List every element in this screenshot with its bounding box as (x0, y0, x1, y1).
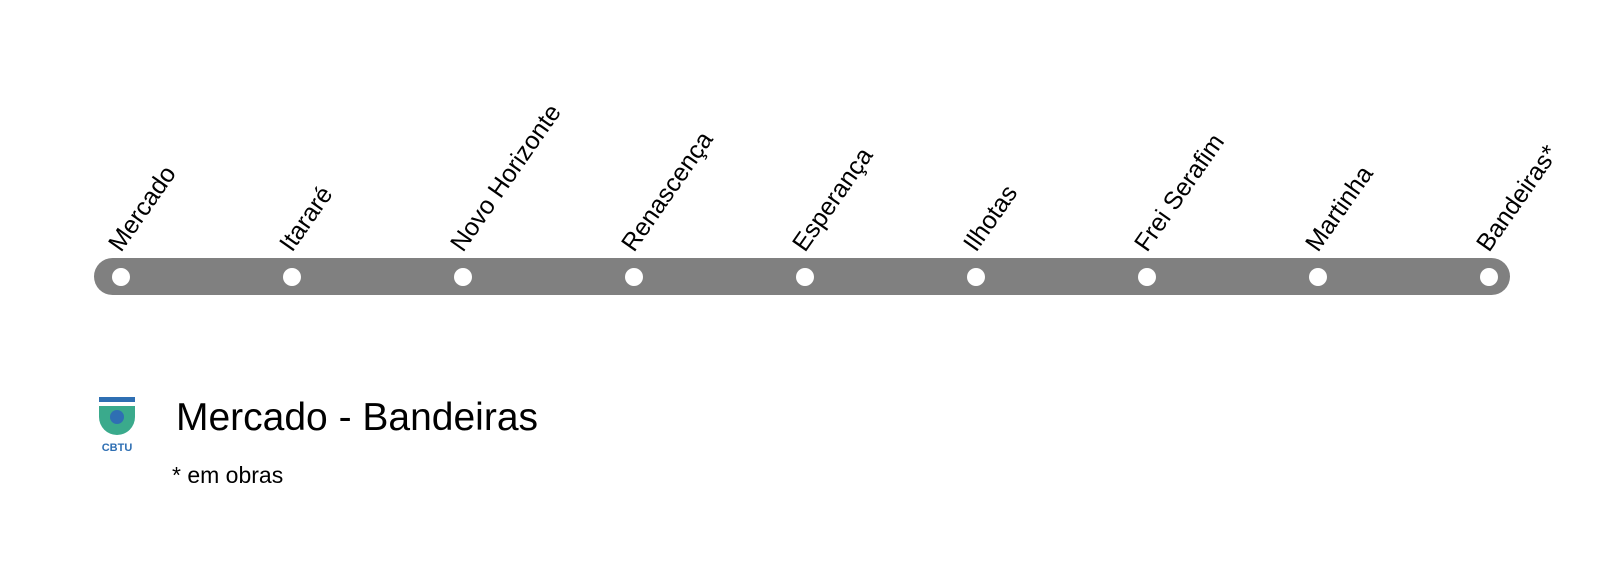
station-label: Bandeiras* (1471, 140, 1564, 256)
station-label: Itararé (274, 181, 338, 256)
stations-layer: Mercado Itararé Novo Horizonte Renascença Es… (103, 99, 1564, 286)
station-label: Ilhotas (958, 180, 1023, 256)
logo-top-bar (99, 397, 135, 402)
logo-dot (110, 410, 124, 424)
station-stop (1138, 268, 1156, 286)
station-stop (283, 268, 301, 286)
logo-text: CBTU (102, 442, 133, 453)
station-label: Esperança (787, 142, 879, 256)
station-stop (1480, 268, 1498, 286)
station-stop (1309, 268, 1327, 286)
station-stop (967, 268, 985, 286)
station-label: Novo Horizonte (445, 99, 567, 256)
footnote: * em obras (172, 462, 284, 488)
station: Novo Horizonte (445, 99, 567, 286)
station-stop (454, 268, 472, 286)
line-title: Mercado - Bandeiras (176, 396, 539, 439)
station-stop (796, 268, 814, 286)
station-label: Martinha (1300, 161, 1379, 257)
station-label: Renascença (616, 126, 719, 256)
cbtu-logo: CBTU (99, 397, 135, 453)
station-label: Mercado (103, 161, 182, 257)
station-stop (112, 268, 130, 286)
station-label: Frei Serafim (1129, 129, 1230, 257)
station-stop (625, 268, 643, 286)
